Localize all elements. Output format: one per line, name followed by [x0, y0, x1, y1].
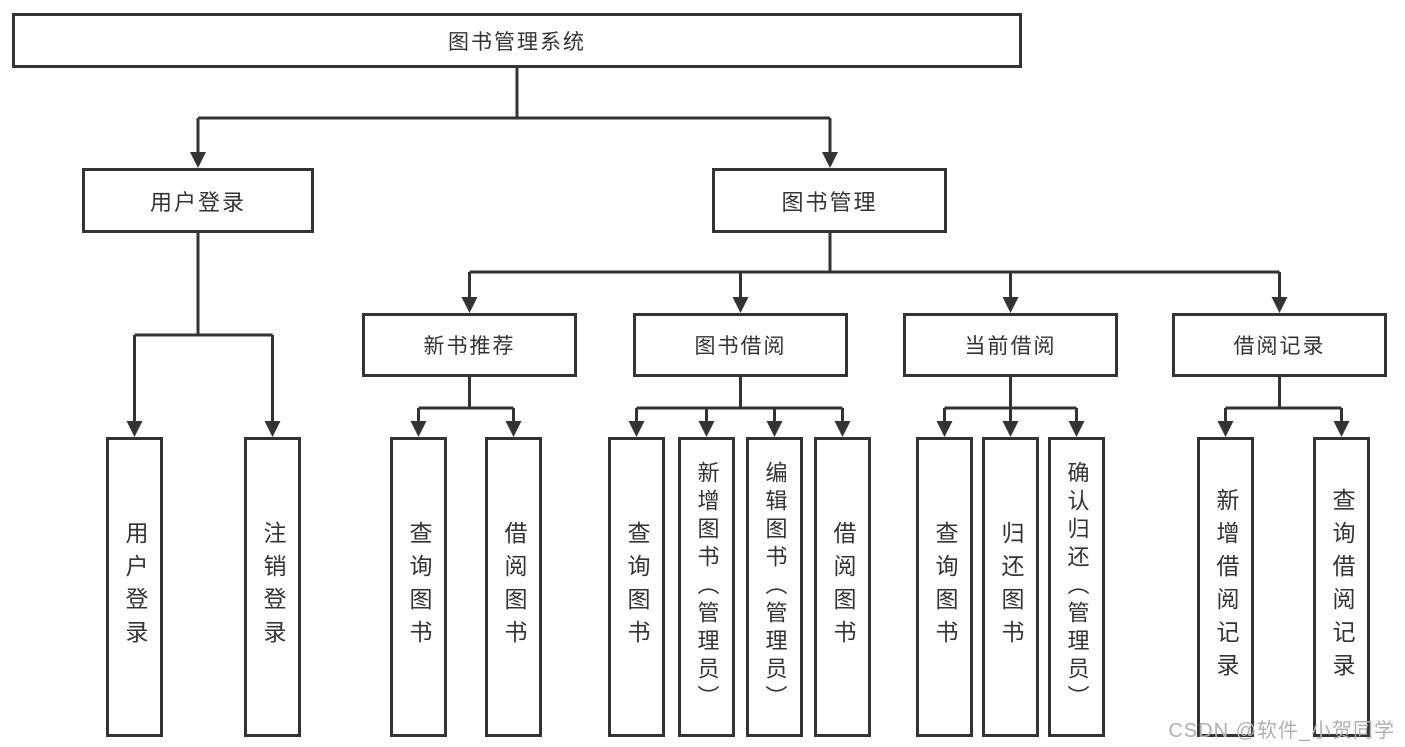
leaf-borrow-books-recommend: 借阅图书 [485, 437, 542, 737]
leaf-label: 借阅图书 [501, 521, 527, 653]
node-label: 新书推荐 [423, 335, 516, 358]
node-label: 用户登录 [149, 189, 246, 215]
arrowheads [126, 152, 1350, 437]
leaf-query-books-current: 查询图书 [916, 437, 973, 737]
node-label: 当前借阅 [964, 335, 1057, 358]
leaf-label: 借阅图书 [830, 521, 856, 653]
leaf-label: 查询图书 [932, 521, 958, 653]
node-borrowing-records: 借阅记录 [1172, 313, 1387, 377]
node-new-book-recommendation: 新书推荐 [362, 313, 577, 377]
leaf-query-books-borrow: 查询图书 [608, 437, 665, 737]
node-current-borrowing: 当前借阅 [903, 313, 1118, 377]
leaf-label: 确认归还（管理员） [1064, 461, 1090, 713]
leaf-query-borrow-record: 查询借阅记录 [1313, 437, 1370, 737]
leaf-label: 注销登录 [260, 521, 286, 653]
node-book-management: 图书管理 [712, 168, 947, 233]
node-user-login: 用户登录 [82, 168, 314, 233]
leaf-label: 查询图书 [624, 521, 650, 653]
leaf-label: 新增借阅记录 [1213, 488, 1239, 686]
node-label: 图书管理系统 [448, 30, 586, 54]
node-label: 借阅记录 [1233, 335, 1326, 358]
leaf-logout: 注销登录 [244, 437, 301, 737]
leaf-user-login: 用户登录 [106, 437, 163, 737]
node-library-management-system: 图书管理系统 [12, 13, 1022, 68]
node-book-borrowing: 图书借阅 [633, 313, 848, 377]
leaf-add-books-admin: 新增图书（管理员） [678, 437, 735, 737]
csdn-watermark: CSDN @软件_小贺同学 [1168, 720, 1395, 742]
leaf-edit-books-admin: 编辑图书（管理员） [746, 437, 803, 737]
leaf-label: 编辑图书（管理员） [762, 461, 788, 713]
leaf-label: 查询图书 [406, 521, 432, 653]
leaf-confirm-return-admin: 确认归还（管理员） [1048, 437, 1105, 737]
leaf-label: 查询借阅记录 [1329, 488, 1355, 686]
node-label: 图书管理 [781, 189, 878, 215]
leaf-label: 用户登录 [122, 521, 148, 653]
leaf-return-books: 归还图书 [982, 437, 1039, 737]
node-label: 图书借阅 [694, 335, 787, 358]
leaf-borrow-books: 借阅图书 [814, 437, 871, 737]
leaf-label: 归还图书 [998, 521, 1024, 653]
leaf-query-books-recommend: 查询图书 [390, 437, 447, 737]
leaf-add-borrow-record: 新增借阅记录 [1197, 437, 1254, 737]
leaf-label: 新增图书（管理员） [694, 461, 720, 713]
